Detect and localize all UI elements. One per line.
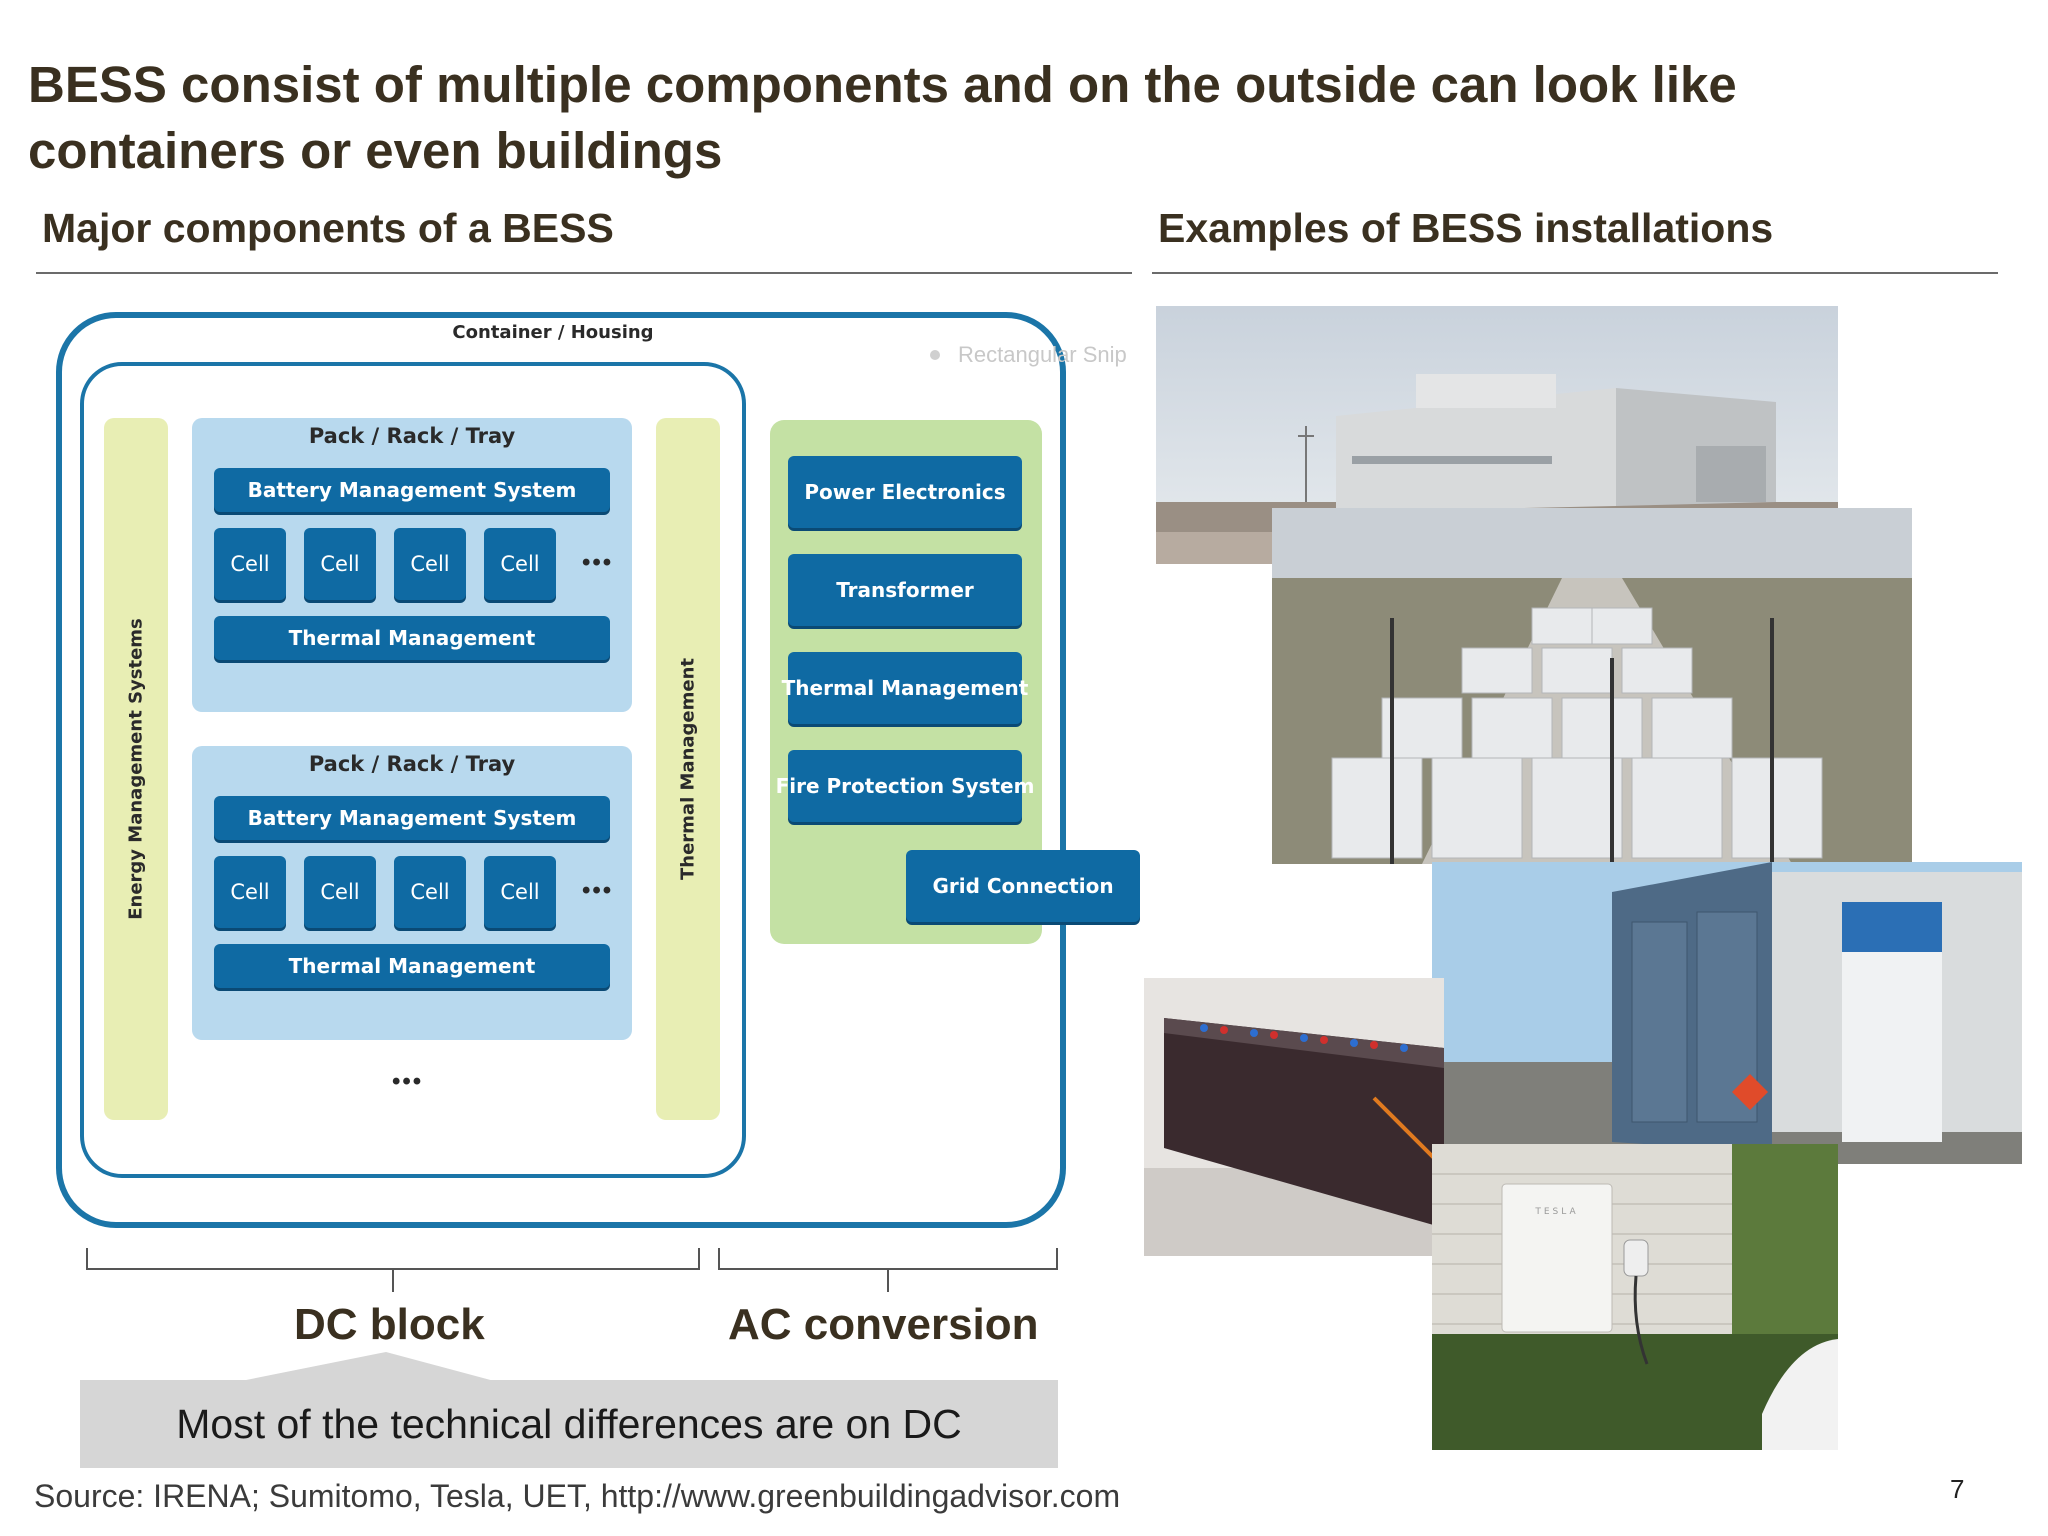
left-section-heading: Major components of a BESS [42,205,614,251]
pack-2-thermal: Thermal Management [214,944,610,988]
pack-1-cell-1: Cell [214,528,286,600]
pack-2-cell-2: Cell [304,856,376,928]
container-unit-photo [1432,862,2022,1164]
pack-2-ellipsis: ••• [582,877,614,904]
more-packs-ellipsis: ••• [392,1068,424,1095]
right-section-heading: Examples of BESS installations [1158,205,1774,251]
snip-dot-icon [930,350,940,360]
home-battery-photo: TESLA [1432,1144,1838,1450]
ems-label: Energy Management Systems [125,618,147,920]
pack-1-title: Pack / Rack / Tray [308,424,516,448]
power-electronics-block: Power Electronics [788,456,1022,528]
dc-block-label: DC block [294,1300,485,1349]
fire-protection-block: Fire Protection System [776,750,1034,822]
pack-2-cell-4: Cell [484,856,556,928]
ac-brace [718,1248,1058,1270]
pack-1-cell-3: Cell [394,528,466,600]
pack-2-title: Pack / Rack / Tray [308,752,516,776]
dc-brace-stem [392,1268,394,1292]
ac-thermal-management-block: Thermal Management [782,652,1028,724]
dc-brace [86,1248,700,1270]
thermal-management-bar-label: Thermal Management [677,657,699,881]
callout-pointer [236,1352,498,1382]
ghost-snip-text: Rectangular Snip [958,342,1127,367]
tesla-wordmark: TESLA [1534,1207,1578,1217]
container-housing-label: Container / Housing [452,322,654,343]
left-heading-rule [36,272,1132,274]
source-note: Source: IRENA; Sumitomo, Tesla, UET, htt… [34,1478,1121,1514]
container-field-photo [1272,508,1912,864]
pack-2-bms: Battery Management System [214,796,610,840]
dc-differences-callout: Most of the technical differences are on… [80,1380,1058,1468]
pack-1-ellipsis: ••• [582,549,614,576]
pack-2-cell-1: Cell [214,856,286,928]
grid-connection-block: Grid Connection [906,850,1140,922]
pack-1-thermal: Thermal Management [214,616,610,660]
dc-inner-box [80,362,746,1178]
pack-2-cell-3: Cell [394,856,466,928]
ac-brace-stem [887,1268,889,1292]
pack-1-cell-2: Cell [304,528,376,600]
page-number: 7 [1950,1474,1965,1504]
container-housing-box [56,312,1066,1228]
ems-bar [104,418,168,1120]
battery-rack-photo [1144,978,1444,1256]
ac-conversion-label: AC conversion [728,1300,1039,1349]
ghost-snip-overlay: Rectangular Snip [930,334,1150,376]
pack-1-cell-4: Cell [484,528,556,600]
transformer-block: Transformer [788,554,1022,626]
slide-title: BESS consist of multiple components and … [28,56,1737,179]
right-heading-rule [1152,272,1998,274]
pack-1-bms: Battery Management System [214,468,610,512]
thermal-management-bar [656,418,720,1120]
